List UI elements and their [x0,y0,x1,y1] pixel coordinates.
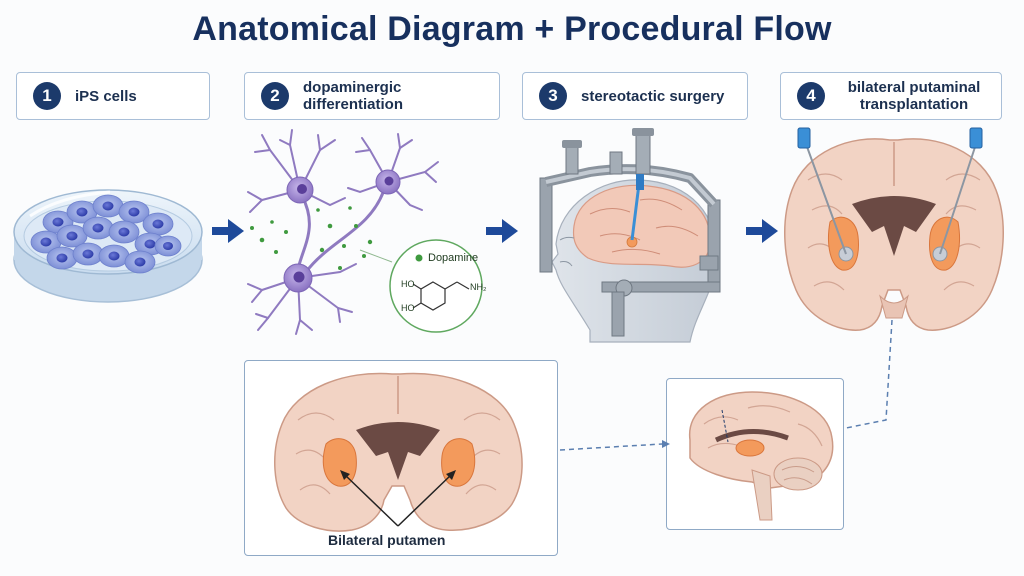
step-3-label: stereotactic surgery [581,87,725,105]
dopamine-particles [250,206,373,270]
bilateral-putamen-caption: Bilateral putamen [328,532,446,548]
step-2-label: dopaminergic differentiation [303,79,403,113]
dashed-connector [845,319,893,429]
step-number-badge: 1 [33,82,61,110]
flow-arrow-icon [486,219,518,243]
step-4-box: 4 bilateral putaminal transplantation [780,72,1002,120]
petri-dish-illustration [13,189,203,303]
dopamine-structure [412,281,470,311]
step-number-badge: 4 [797,82,825,110]
amine-group-label: NH₂ [470,282,487,292]
sagittal-brain-illustration [688,391,834,521]
step-number-badge: 2 [261,82,289,110]
step-3-box: 3 stereotactic surgery [522,72,748,120]
step-number-badge: 3 [539,82,567,110]
coronal-slice-putamen-illustration [274,372,523,532]
coronal-brain-transplant-illustration [784,127,1004,331]
stereotactic-frame-illustration [539,128,721,343]
dopamine-molecule-callout [389,239,483,333]
flow-arrow-icon [746,219,778,243]
step-4-label: bilateral putaminal transplantation [847,79,981,113]
ips-cell-cluster [30,194,182,274]
page-title: Anatomical Diagram + Procedural Flow [192,10,832,48]
hydroxyl-group-label: HO [401,279,415,289]
hydroxyl-group-label: HO [401,303,415,313]
flow-arrow-icon [212,219,244,243]
dopamine-label: Dopamine [428,252,479,264]
dashed-connector [559,443,663,451]
step-2-box: 2 dopaminergic differentiation [244,72,500,120]
step-1-box: 1 iPS cells [16,72,210,120]
step-1-label: iPS cells [75,87,137,105]
